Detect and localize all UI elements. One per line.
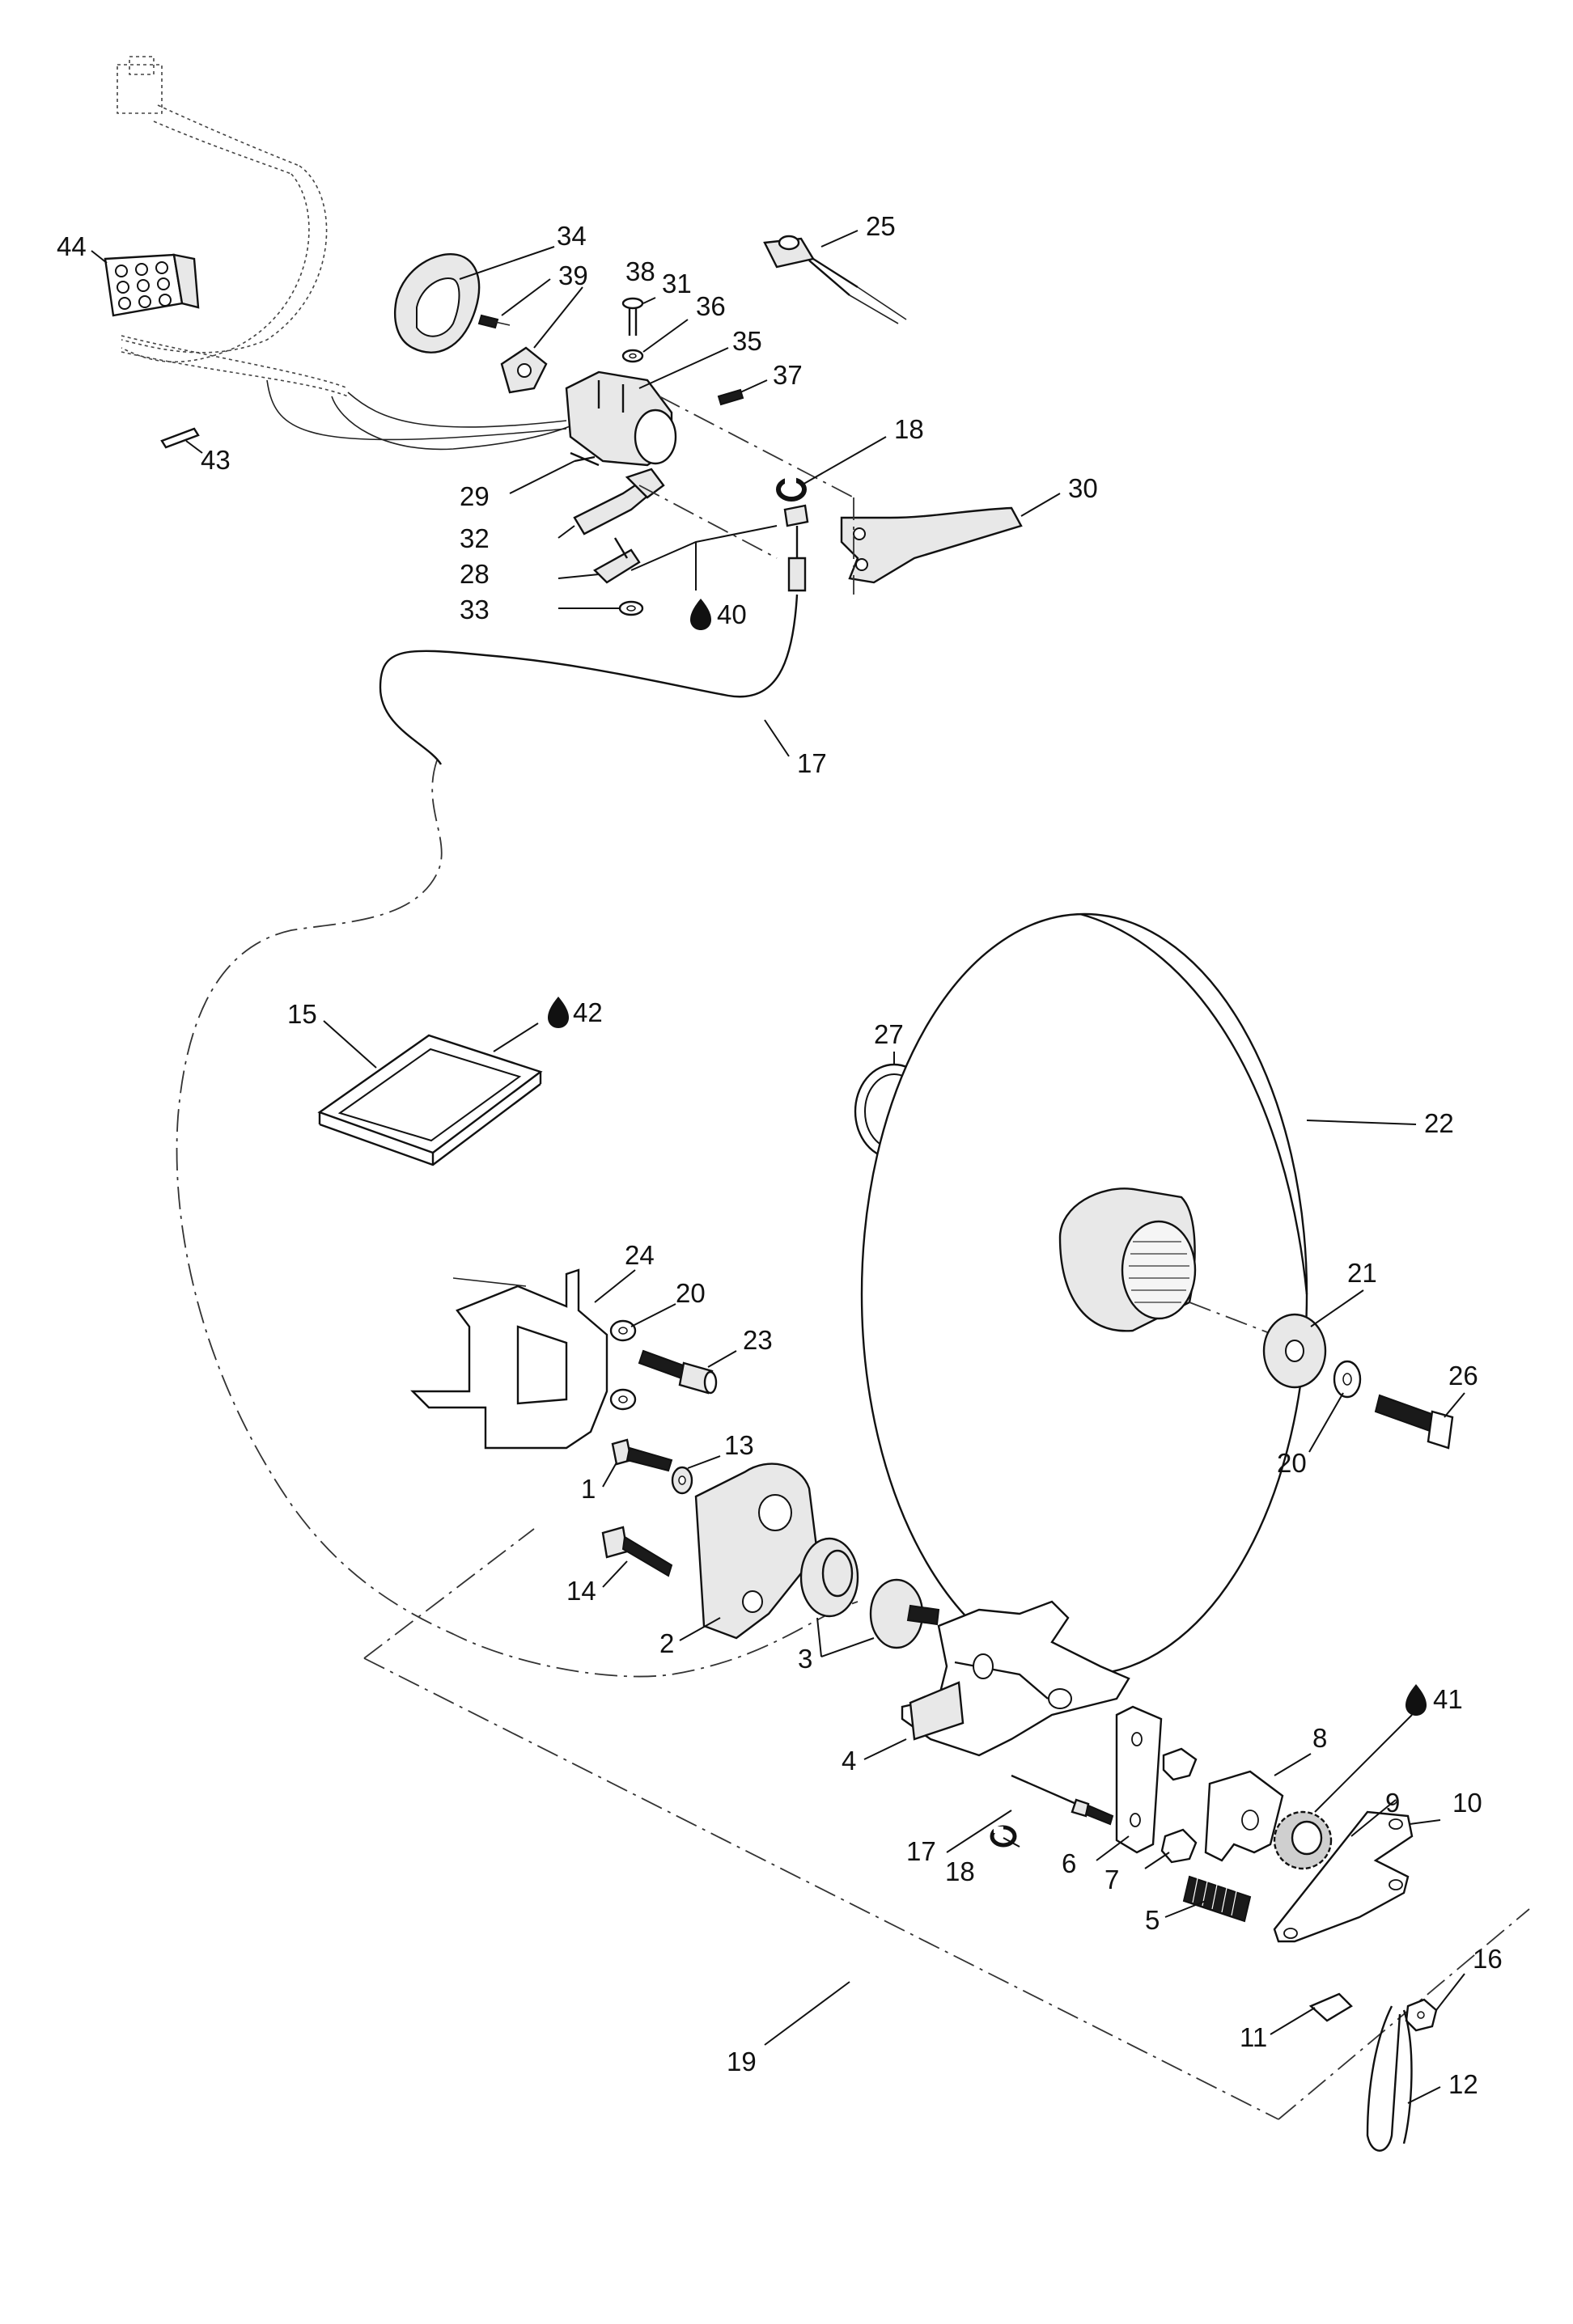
- callout-24: 24: [625, 1240, 655, 1270]
- callout-26: 26: [1448, 1361, 1478, 1391]
- bolt-14-icon: [601, 1526, 673, 1577]
- bracket-38-icon: [500, 346, 548, 394]
- sprocket-9-icon: [1273, 1810, 1333, 1870]
- callout-21: 21: [1347, 1258, 1377, 1288]
- clip-29-icon: [570, 451, 600, 467]
- callout-23: 23: [743, 1325, 773, 1355]
- callout-11: 11: [1240, 2022, 1267, 2052]
- washer-36-icon: [621, 349, 644, 363]
- nut-16-icon: [1405, 1998, 1438, 2032]
- assembly-axis-lines: [638, 396, 854, 595]
- callout-40: 40: [717, 599, 747, 629]
- callout-17-bottom: 17: [906, 1836, 936, 1866]
- callout-38: 38: [625, 256, 655, 286]
- clip-18b-icon: [990, 1825, 1017, 1848]
- callout-7: 7: [1104, 1865, 1119, 1894]
- setscrew-37-icon: [717, 388, 744, 406]
- bolt-23-icon: [638, 1349, 718, 1395]
- callout-8: 8: [1312, 1723, 1327, 1753]
- callout-29: 29: [460, 481, 490, 511]
- callout-19: 19: [727, 2047, 757, 2076]
- cable-17-icon: [379, 594, 799, 765]
- callout-1: 1: [581, 1474, 596, 1504]
- cam-28-icon: [593, 537, 641, 584]
- callout-44: 44: [57, 231, 87, 261]
- washer-13-icon: [671, 1466, 693, 1495]
- callout-32: 32: [460, 523, 490, 553]
- callout-43: 43: [201, 445, 231, 475]
- callout-17-top: 17: [797, 748, 827, 778]
- bolt-26-icon: [1374, 1394, 1454, 1450]
- oil-drop-icon: [690, 599, 711, 630]
- callout-30: 30: [1068, 473, 1098, 503]
- cotter-pin-12-icon: [1366, 2005, 1413, 2152]
- callout-16: 16: [1473, 1944, 1503, 1974]
- callout-5: 5: [1145, 1905, 1160, 1935]
- lever-32-icon: [573, 468, 665, 535]
- bolt-1-icon: [611, 1438, 673, 1472]
- support-24-icon: [410, 1268, 608, 1450]
- cable-end-icon: [783, 504, 809, 592]
- retaining-ring-18-icon: [776, 477, 807, 502]
- terminal-43-icon: [160, 427, 200, 449]
- grip-34-icon: [394, 253, 481, 353]
- wire-harness: [117, 56, 583, 451]
- callout-39: 39: [558, 260, 588, 290]
- callout-3: 3: [798, 1644, 812, 1674]
- rollers-3-icon: [799, 1537, 940, 1649]
- callout-labels: 34 25 44 39 38 31 36 35 37 43 18 30 29 3…: [57, 211, 1503, 2099]
- callout-20-right: 20: [1277, 1448, 1307, 1478]
- callout-14: 14: [566, 1576, 596, 1606]
- oil-drop-icon: [1406, 1684, 1427, 1716]
- bracket-2-icon: [694, 1463, 819, 1640]
- callout-25: 25: [866, 211, 896, 241]
- callout-41: 41: [1433, 1684, 1463, 1714]
- oil-drop-icon: [548, 997, 569, 1028]
- pulley-hub-icon: [1058, 1187, 1197, 1332]
- screw-31-icon: [621, 297, 644, 336]
- callout-31: 31: [662, 269, 692, 298]
- clip-11-icon: [1308, 1992, 1353, 2022]
- washer-33-icon: [618, 600, 644, 616]
- cam-body-4-icon: [901, 1600, 1130, 1757]
- frame-outline: [176, 760, 1530, 2120]
- callout-28: 28: [460, 559, 490, 589]
- nut-7-icon: [1160, 1747, 1198, 1864]
- callout-10: 10: [1452, 1788, 1482, 1818]
- callout-13: 13: [724, 1430, 754, 1460]
- connector-44-icon: [104, 253, 200, 317]
- spring-5-icon: [1182, 1875, 1252, 1923]
- callout-12: 12: [1448, 2069, 1478, 2099]
- callout-34: 34: [557, 221, 587, 251]
- callout-18-top: 18: [894, 414, 924, 444]
- gasket-15-icon: [317, 1034, 543, 1166]
- callout-42: 42: [573, 997, 603, 1027]
- callout-4: 4: [842, 1746, 856, 1776]
- plate-6-icon: [1115, 1705, 1163, 1854]
- callout-2: 2: [659, 1628, 674, 1658]
- washer-20a-icon: [609, 1319, 637, 1411]
- switch-25-icon: [763, 235, 907, 324]
- callout-33: 33: [460, 595, 490, 624]
- callout-20-left: 20: [676, 1278, 706, 1308]
- callout-36: 36: [696, 291, 726, 321]
- screw-39-icon: [477, 314, 511, 329]
- callout-35: 35: [732, 326, 762, 356]
- callout-18-bottom: 18: [945, 1856, 975, 1886]
- washer-21-icon: [1262, 1313, 1327, 1389]
- callout-9: 9: [1385, 1788, 1400, 1818]
- callout-22: 22: [1424, 1108, 1454, 1138]
- callout-27: 27: [874, 1019, 904, 1049]
- arm-10-icon: [1273, 1810, 1414, 1943]
- leader-lines: [91, 230, 1465, 2104]
- callout-37: 37: [773, 360, 803, 390]
- housing-35-icon: [565, 370, 677, 467]
- plate-8-icon: [1204, 1770, 1284, 1862]
- pin-17b-icon: [1011, 1774, 1114, 1826]
- washer-20b-icon: [1333, 1360, 1362, 1399]
- callout-6: 6: [1062, 1848, 1076, 1878]
- throttle-lever-30-icon: [840, 506, 1023, 584]
- callout-15: 15: [287, 999, 317, 1029]
